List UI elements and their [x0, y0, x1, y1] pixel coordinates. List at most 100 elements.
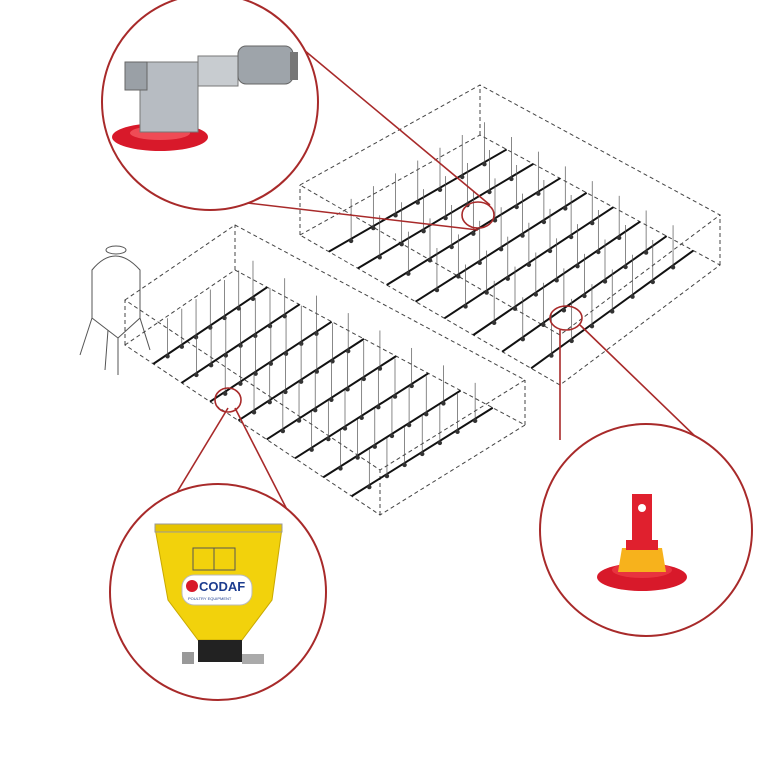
pan-feeder: [568, 234, 574, 240]
pan-feeder: [670, 265, 676, 270]
pan-feeder: [326, 436, 331, 442]
pan-feeder: [402, 462, 407, 468]
pan-feeder: [491, 320, 497, 326]
pan-feeder: [514, 204, 519, 210]
pan-feeder: [554, 278, 559, 283]
feed-hopper-callout: CODAF POULTRY EQUIPMENT: [109, 483, 327, 701]
pan-feeder: [575, 263, 580, 269]
pan-feeder: [309, 447, 314, 452]
pan-feeder: [283, 389, 288, 395]
pan-feeder: [313, 407, 318, 413]
pan-feeder: [372, 444, 377, 449]
pan-feeder: [541, 219, 547, 225]
pan-feeder: [630, 294, 635, 299]
pan-feeder: [569, 338, 574, 344]
pan-feeder: [415, 200, 420, 205]
pan-feeder: [376, 405, 381, 410]
left-house: [124, 224, 527, 516]
pan-feeder: [298, 379, 304, 384]
silo: [79, 245, 151, 375]
pan-feeder: [223, 353, 229, 358]
pan-feeder: [208, 362, 214, 368]
pan-feeder: [498, 247, 504, 252]
pan-feeder: [345, 348, 351, 354]
pan-feeder: [399, 242, 404, 247]
pan-feeder: [471, 231, 476, 236]
pan-feeder: [250, 296, 256, 302]
pan-feeder: [329, 397, 334, 402]
pan-feeder: [251, 410, 257, 415]
pan-feeder: [384, 473, 390, 479]
pan-feeder: [437, 440, 443, 446]
pan-feeder: [268, 361, 274, 366]
pan-feeder: [377, 366, 383, 371]
pan-feeder: [238, 381, 243, 386]
pan-feeder: [590, 220, 595, 226]
pan-feeder: [526, 262, 532, 267]
pan-feeder: [371, 225, 376, 231]
pan-feeder: [406, 271, 411, 276]
pan-feeder: [610, 309, 615, 314]
pan-feeder: [596, 249, 601, 255]
pan-feeder: [549, 353, 554, 358]
pan-feeder: [602, 279, 608, 284]
pan-feeder: [208, 325, 213, 330]
pan-feeder: [533, 292, 539, 297]
pan-feeder: [441, 401, 446, 406]
pan-feeder: [563, 206, 568, 211]
pan-feeder: [456, 274, 461, 279]
pan-feeder: [179, 344, 185, 349]
pan-feeder: [582, 293, 587, 299]
pan-feeder: [314, 369, 320, 374]
pan-feeder: [330, 359, 335, 364]
pan-feeder: [520, 233, 525, 238]
pan-feeder: [536, 191, 541, 196]
pan-feeder: [541, 322, 546, 327]
hopper-brand: CODAF: [199, 579, 245, 594]
pan-feeder: [482, 162, 487, 167]
pan-feeder: [589, 323, 595, 329]
pan-feeder: [348, 238, 354, 244]
pan-feeder: [389, 433, 395, 439]
pan-feeder: [267, 399, 272, 405]
pan-feeder-callout: [539, 423, 753, 637]
pan-feeder: [236, 306, 241, 311]
pan-feeder: [443, 215, 448, 221]
pan-feeder: [512, 306, 518, 311]
pan-feeder: [296, 418, 302, 423]
pan-feeder: [650, 279, 655, 285]
pan-feeder: [616, 235, 622, 241]
pan-feeder: [393, 213, 398, 218]
pan-feeder: [421, 228, 426, 234]
pan-feeder: [547, 248, 553, 254]
pan-feeder: [505, 276, 510, 281]
pan-feeder: [509, 176, 514, 182]
pan-feeder: [434, 287, 440, 293]
house-floor: [298, 134, 721, 386]
pan-feeder: [520, 337, 525, 342]
pan-feeder: [367, 484, 372, 490]
pan-feeder: [623, 264, 628, 270]
pan-feeder: [338, 466, 343, 471]
right-house: [298, 84, 721, 386]
pan-feeder: [477, 260, 482, 266]
pan-feeder: [437, 187, 443, 192]
pan-feeder: [643, 250, 649, 255]
pan-feeder: [463, 304, 468, 309]
pan-feeder: [359, 415, 364, 421]
pan-feeder: [283, 351, 289, 356]
pan-feeder: [484, 290, 489, 295]
pan-feeder: [392, 394, 398, 399]
pan-feeder: [455, 429, 460, 435]
pan-feeder: [561, 308, 567, 313]
pan-feeder: [345, 387, 350, 392]
pan-feeder: [280, 428, 286, 434]
pan-feeder: [299, 341, 304, 346]
pan-feeder: [420, 451, 425, 457]
house-roof-outline: [124, 224, 527, 471]
pan-feeder: [253, 371, 258, 376]
pan-feeder: [355, 455, 360, 460]
pan-feeder: [487, 189, 492, 195]
